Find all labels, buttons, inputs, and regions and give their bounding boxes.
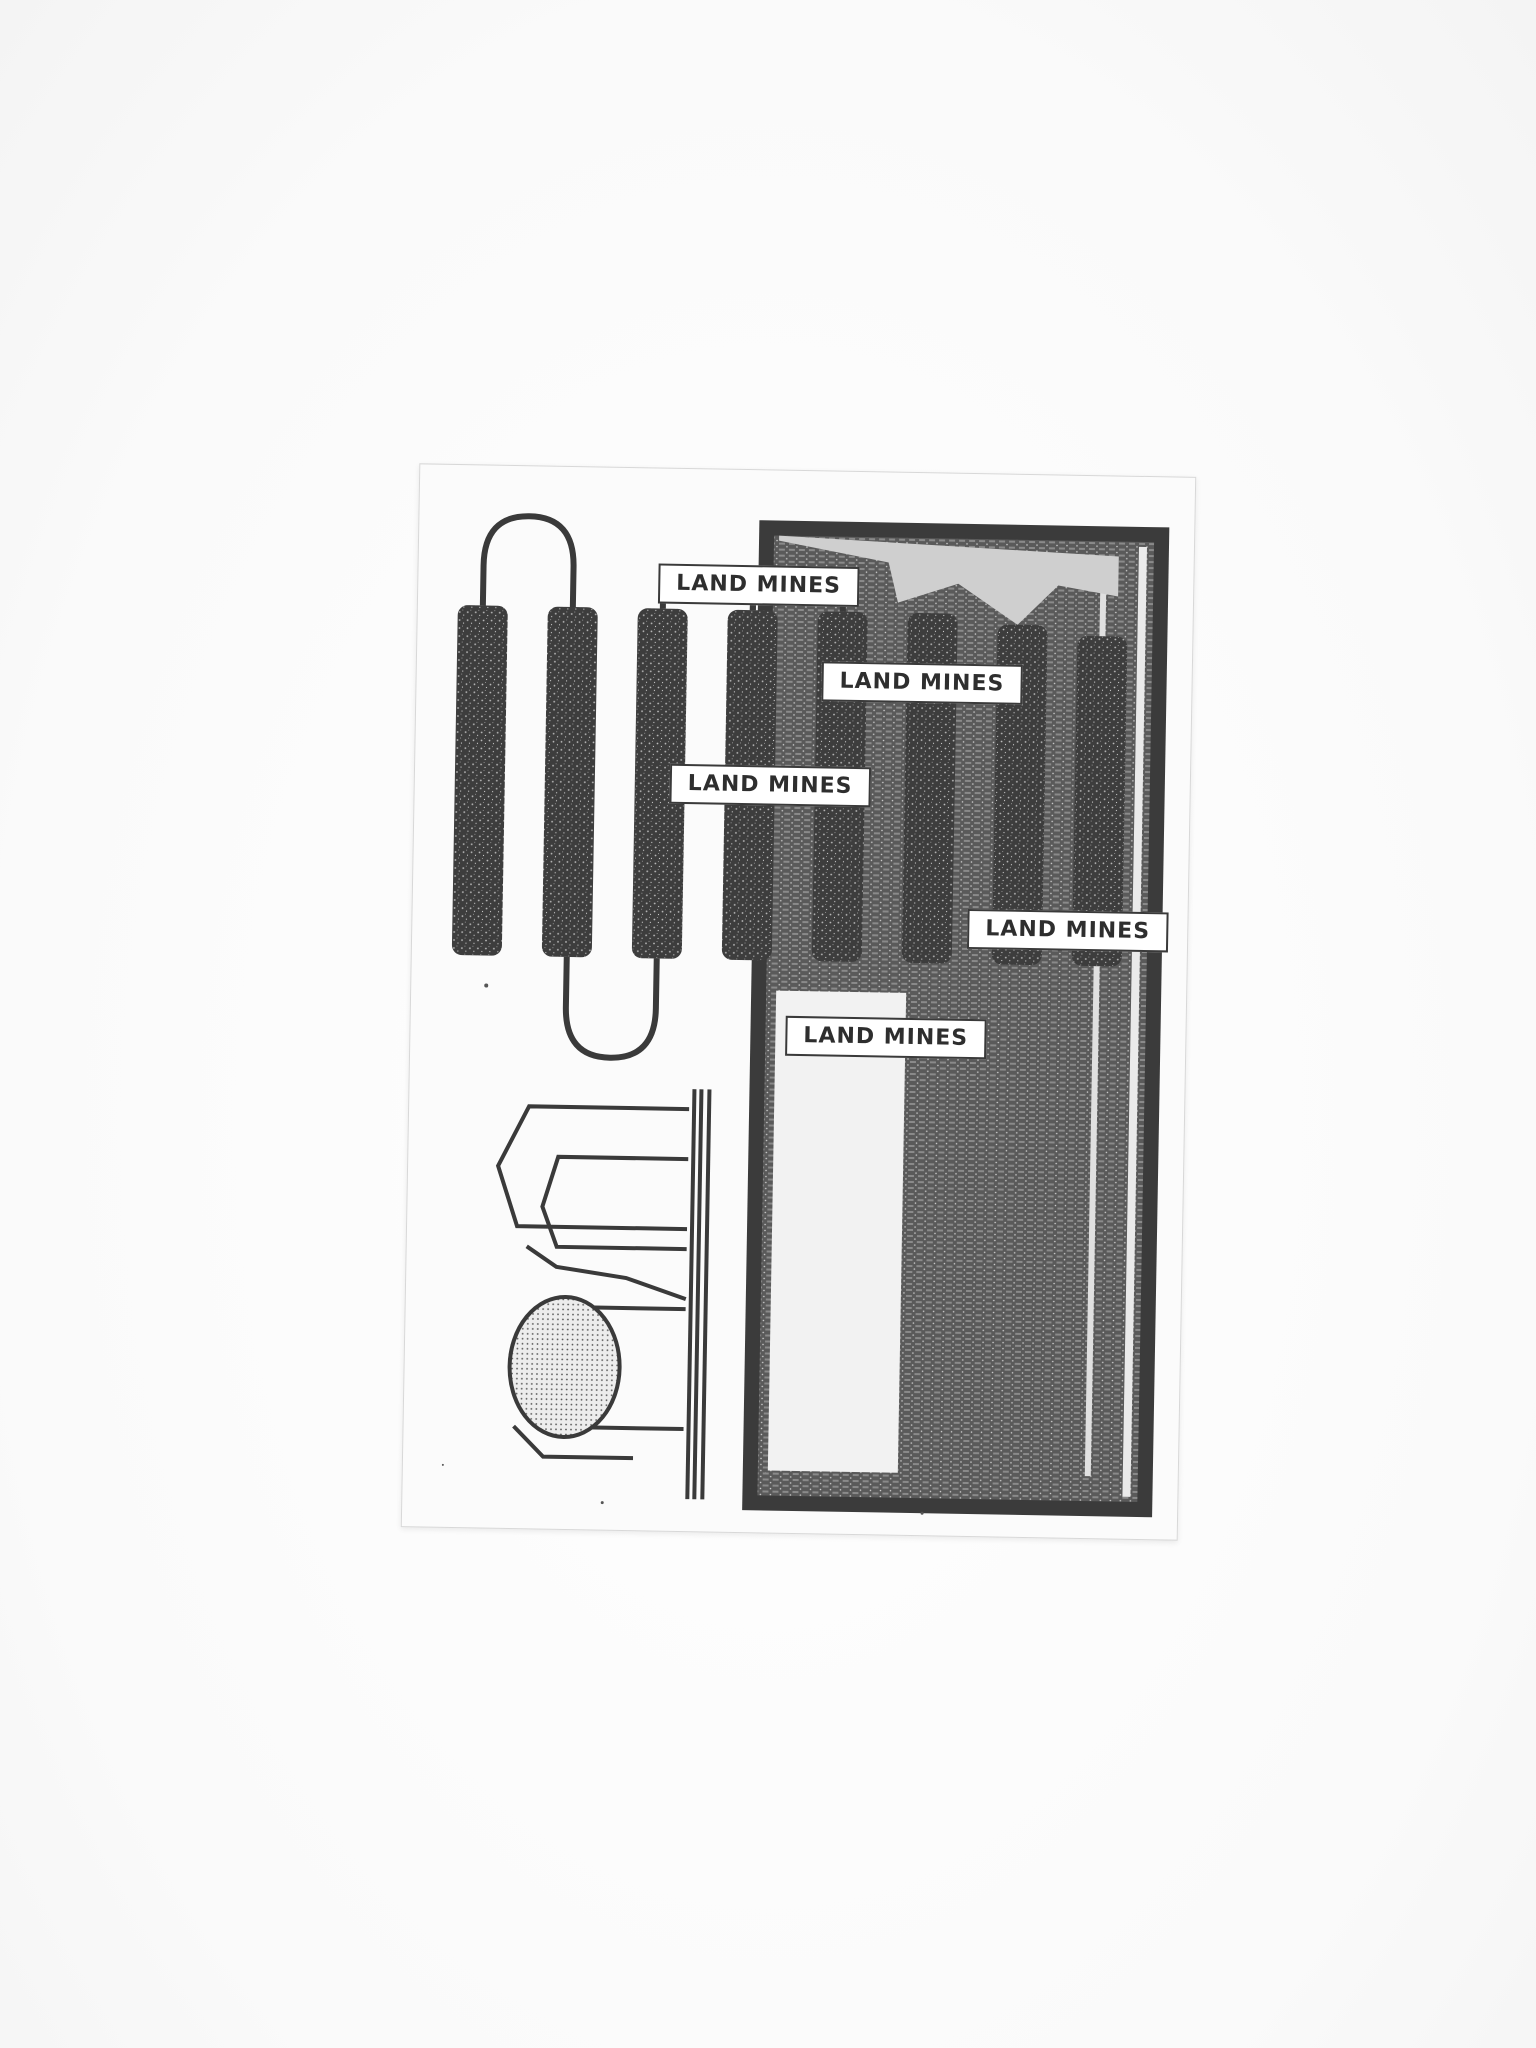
- land-mines-label: LAND MINES: [821, 661, 1023, 705]
- mine-cylinders: [451, 605, 1128, 967]
- print-speckles: [441, 983, 924, 1515]
- land-mines-label: LAND MINES: [657, 563, 860, 607]
- land-mines-label: LAND MINES: [785, 1015, 987, 1060]
- land-mines-label: LAND MINES: [669, 763, 871, 808]
- printed-sheet: LAND MINES LAND MINES LAND MINES LAND MI…: [400, 463, 1197, 1541]
- land-mines-label: LAND MINES: [966, 908, 1169, 953]
- land-mines-illustration: [441, 513, 1170, 1518]
- soldier-figure: [495, 1089, 712, 1500]
